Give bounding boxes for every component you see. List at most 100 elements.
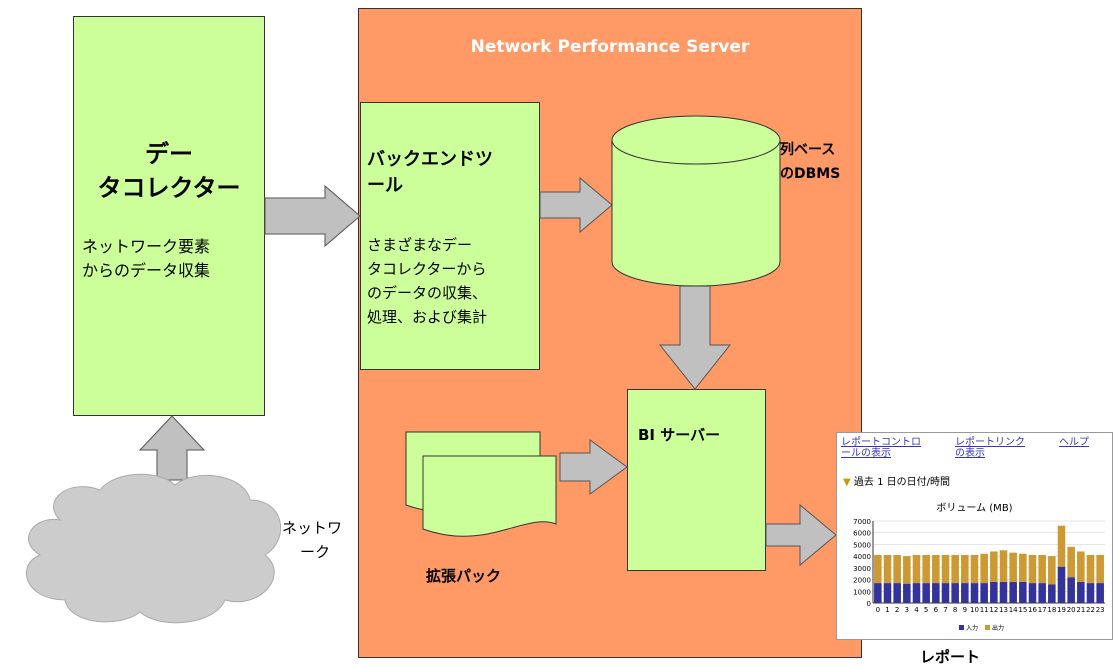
x-tick-label: 5: [924, 606, 928, 614]
arrow-backend-to-dbms: [539, 176, 613, 234]
bar-output: [1048, 556, 1056, 585]
dbms-label-line-1: 列ベース: [780, 142, 836, 158]
x-tick-label: 16: [1028, 606, 1037, 614]
help-link[interactable]: ヘルプ: [1059, 437, 1089, 448]
bar-output: [874, 554, 882, 584]
bar-output: [893, 554, 901, 584]
bar-input: [874, 583, 882, 603]
backend-desc-line-1: さまざまなデー: [367, 236, 473, 254]
x-tick-label: 20: [1067, 606, 1076, 614]
arrow-collector-to-backend: [264, 184, 361, 248]
bar-input: [1086, 583, 1095, 603]
report-control-link-line-1: レポートコントロ: [841, 437, 921, 448]
bar-output: [941, 554, 950, 584]
bar-output: [1019, 553, 1027, 582]
bar-output: [1038, 554, 1046, 584]
dbms-label: 列ベース のDBMS: [780, 138, 860, 186]
bar-input: [990, 581, 998, 603]
data-collector-title-line-1: デー: [145, 140, 193, 168]
arrow-bi-to-report: [765, 503, 837, 567]
backend-tool-title-line-2: ール: [367, 175, 403, 196]
bar-output: [1086, 554, 1095, 584]
x-tick-label: 14: [1009, 606, 1018, 614]
arrow-pack-to-bi: [559, 439, 628, 495]
bar-output: [1096, 554, 1104, 584]
report-panel: レポートコントロ ールの表示 レポートリンク の表示 ヘルプ ▼ 過去 1 日の…: [836, 432, 1113, 640]
report-label: レポート: [920, 648, 981, 666]
data-collector-desc-line-1: ネットワーク要素: [82, 237, 211, 256]
report-link-link[interactable]: レポートリンク の表示: [955, 437, 1025, 459]
network-label-line-1: ネットワ: [282, 519, 343, 537]
x-tick-label: 8: [953, 606, 957, 614]
data-collector-title-line-2: タコレクター: [97, 174, 241, 202]
y-tick-label: 2000: [853, 577, 871, 585]
backend-tool-description: さまざまなデー タコレクターから のデータの収集、 処理、および集計: [367, 233, 539, 329]
filter-icon: ▼: [843, 477, 851, 488]
bar-output: [922, 554, 930, 584]
bar-input: [980, 583, 988, 603]
bar-input: [893, 583, 901, 603]
x-tick-label: 3: [905, 606, 909, 614]
x-tick-label: 19: [1057, 606, 1066, 614]
x-tick-label: 9: [963, 606, 967, 614]
x-tick-label: 2: [895, 606, 899, 614]
x-tick-label: 6: [934, 606, 939, 614]
bar-input: [932, 583, 940, 603]
bar-output: [883, 554, 892, 584]
bar-input: [951, 583, 959, 603]
bar-output: [912, 554, 921, 584]
x-tick-label: 17: [1038, 606, 1047, 614]
bar-input: [1096, 583, 1104, 603]
bar-output: [1009, 552, 1017, 582]
y-tick-label: 4000: [853, 553, 871, 561]
report-link-link-line-2: の表示: [955, 448, 985, 459]
backend-tool-title-line-1: バックエンドツ: [367, 149, 493, 170]
bar-input: [1077, 581, 1085, 603]
bar-input: [1057, 566, 1066, 603]
x-tick-label: 4: [914, 606, 919, 614]
data-collector-title: デー タコレクター: [74, 137, 264, 205]
backend-desc-line-3: のデータの収集、: [367, 284, 488, 302]
legend-swatch: [985, 625, 990, 630]
x-tick-label: 10: [970, 606, 979, 614]
y-tick-label: 6000: [853, 530, 871, 538]
bar-output: [970, 554, 979, 584]
bar-output: [932, 554, 940, 584]
legend-label: 入力: [966, 624, 978, 632]
x-tick-label: 15: [1018, 606, 1027, 614]
data-collector-box: デー タコレクター ネットワーク要素 からのデータ収集: [73, 16, 265, 416]
data-collector-description: ネットワーク要素 からのデータ収集: [82, 235, 262, 283]
server-title: Network Performance Server: [470, 37, 750, 57]
bar-output: [1067, 546, 1075, 578]
bar-output: [951, 554, 959, 584]
network-label: ネットワ ーク: [282, 516, 362, 564]
extension-pack-label: 拡張パック: [426, 567, 502, 585]
report-control-link[interactable]: レポートコントロ ールの表示: [841, 437, 921, 459]
x-tick-label: 7: [943, 606, 947, 614]
bar-input: [883, 583, 892, 603]
arrow-dbms-to-bi: [658, 285, 732, 390]
bar-output: [1077, 551, 1085, 582]
chart-title: ボリューム (MB): [936, 503, 1013, 514]
bar-output: [990, 551, 998, 582]
bar-output: [961, 554, 969, 584]
report-filter[interactable]: ▼ 過去 1 日の日付/時間: [843, 473, 950, 488]
bar-input: [922, 583, 930, 603]
x-tick-label: 22: [1086, 606, 1095, 614]
y-tick-label: 7000: [853, 518, 871, 526]
extension-pack-documents-icon: [405, 431, 557, 537]
bar-input: [912, 583, 921, 603]
bar-output: [980, 553, 988, 584]
bar-input: [941, 583, 950, 603]
y-tick-label: 0: [867, 600, 871, 608]
help-link-line-1: ヘルプ: [1059, 437, 1089, 448]
x-tick-label: 1: [885, 606, 889, 614]
backend-desc-line-4: 処理、および集計: [367, 308, 488, 326]
bar-input: [1019, 581, 1027, 603]
y-tick-label: 1000: [853, 588, 871, 596]
bar-input: [903, 583, 911, 603]
legend-swatch: [959, 625, 964, 630]
arrow-network-to-collector: [138, 415, 206, 481]
bar-output: [999, 550, 1008, 582]
backend-tool-title: バックエンドツ ール: [367, 147, 537, 199]
